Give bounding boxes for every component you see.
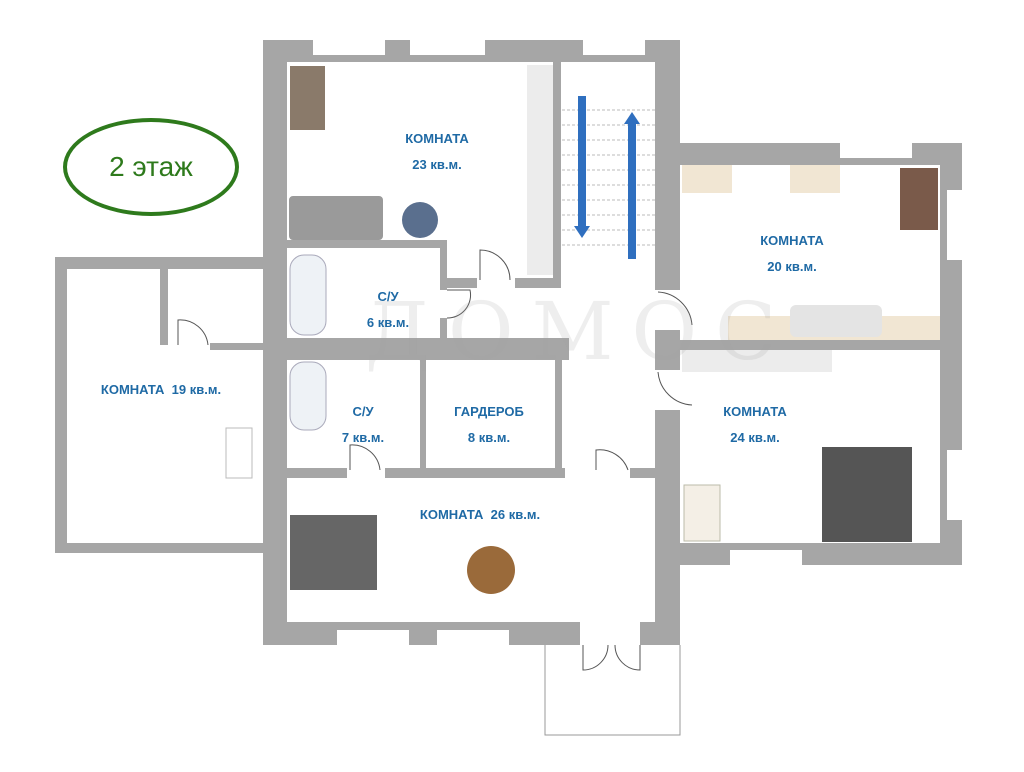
stair-arrow-down-head-icon — [574, 226, 590, 238]
bean-bag-icon — [402, 202, 438, 238]
room-area: 23 кв.м. — [412, 157, 462, 172]
room-name: КОМНАТА — [419, 507, 484, 522]
stair-arrow-up-icon — [628, 124, 636, 259]
room-label: КОМНАТА 24 кв.м. — [723, 399, 787, 451]
windows — [313, 40, 962, 645]
room-area: 26 кв.м. — [490, 507, 541, 522]
round-table-icon — [467, 546, 515, 594]
watermark: ДОМОС — [365, 285, 795, 378]
stair-arrow-down-icon — [578, 96, 586, 226]
room-name: С/У — [352, 404, 374, 419]
room-area: 19 кв.м. — [171, 382, 222, 397]
room-area: 24 кв.м. — [730, 430, 780, 445]
closet-strip — [527, 65, 553, 275]
bed-icon — [289, 196, 383, 240]
room-label: КОМНАТА 19 кв.м. — [101, 377, 221, 403]
double-bed-icon — [822, 447, 912, 542]
floor-label: 2 этаж — [109, 151, 193, 182]
room-name: С/У — [377, 289, 399, 304]
room-name: ГАРДЕРОБ — [454, 404, 524, 419]
room-label: С/У 6 кв.м. — [367, 284, 409, 336]
stair-arrow-up-head-icon — [624, 112, 640, 124]
room-label: КОМНАТА 23 кв.м. — [405, 126, 469, 178]
bathtub-icon — [289, 361, 327, 431]
room-area: 8 кв.м. — [467, 430, 511, 445]
crib-icon — [683, 484, 721, 542]
room-area: 20 кв.м. — [767, 259, 817, 274]
room-label: КОМНАТА 26 кв.м. — [420, 502, 540, 528]
stairs — [562, 109, 655, 246]
desk-icon — [290, 66, 325, 130]
room-area: 6 кв.м. — [366, 315, 410, 330]
porch — [544, 645, 681, 736]
shelf — [682, 165, 732, 193]
room-name: КОМНАТА — [723, 404, 787, 419]
room-name: КОМНАТА — [405, 131, 469, 146]
room-label: КОМНАТА 20 кв.м. — [760, 228, 824, 280]
room-label: С/У 7 кв.м. — [342, 399, 384, 451]
doors — [177, 249, 693, 671]
shelf — [682, 350, 832, 372]
shelf-icon — [225, 427, 253, 479]
room-name: КОМНАТА — [100, 382, 165, 397]
room-area: 7 кв.м. — [341, 430, 385, 445]
sofa-icon — [790, 305, 882, 337]
bathtub-icon — [289, 254, 327, 336]
bed-icon — [290, 515, 377, 590]
room-label: ГАРДЕРОБ 8 кв.м. — [454, 399, 524, 451]
floor-badge: 2 этаж — [63, 118, 239, 216]
desk-icon — [900, 168, 938, 230]
shelf — [790, 165, 840, 193]
walls — [55, 40, 962, 645]
room-name: КОМНАТА — [760, 233, 824, 248]
